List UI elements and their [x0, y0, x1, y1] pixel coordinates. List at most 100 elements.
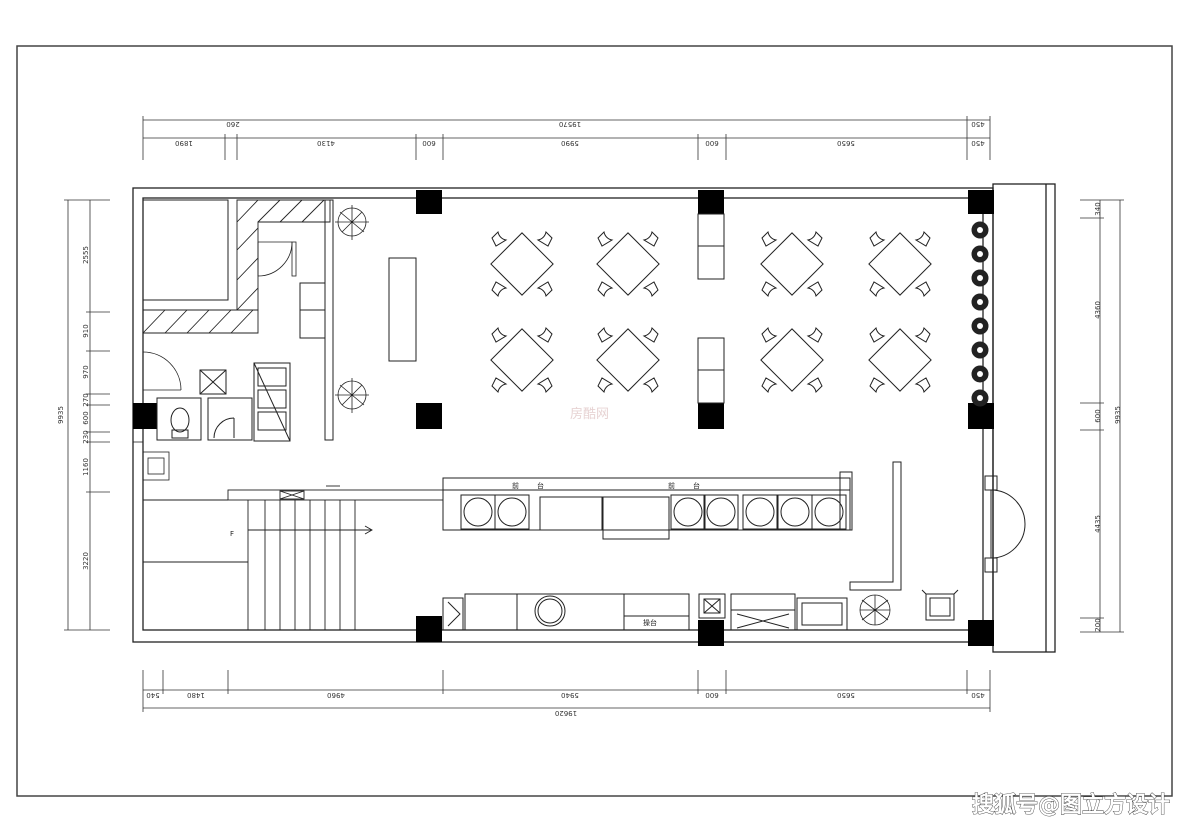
chair	[761, 230, 778, 247]
counter-slot	[777, 494, 813, 530]
pot-plant-center	[977, 395, 983, 401]
dim-left-seg-5: 600	[82, 411, 90, 424]
table-set	[760, 230, 824, 298]
counter-label-right: 前台	[668, 481, 718, 490]
table-top	[490, 232, 554, 296]
appliance-circle	[745, 497, 775, 527]
counter-slot	[494, 494, 530, 530]
counter-slot	[703, 494, 739, 530]
table-set	[868, 230, 932, 298]
counter-slot	[460, 494, 496, 530]
dim-bottom-seg-5: 600	[705, 691, 718, 699]
dim-bottom-seg-4: 5940	[561, 691, 579, 699]
appliance-circle	[780, 497, 810, 527]
chair	[806, 281, 823, 298]
dim-left-seg-4: 270	[82, 393, 90, 406]
storage-room	[142, 199, 229, 301]
dim-top-seg-3: 600	[422, 139, 435, 147]
bench-seat	[697, 213, 725, 404]
dim-right-seg-3: 600	[1094, 409, 1102, 422]
dimension-right	[1080, 199, 1124, 633]
counter-appliances	[460, 494, 847, 530]
chair	[642, 377, 659, 394]
chair	[761, 377, 778, 394]
table-set	[490, 326, 554, 394]
dim-left-seg-1: 2555	[82, 246, 90, 264]
dim-bottom-seg-2: 1480	[187, 691, 205, 699]
table-top	[490, 328, 554, 392]
chair	[914, 326, 931, 343]
dimension-bottom	[142, 670, 991, 712]
credit-text: 搜狐号@图立方设计	[972, 792, 1170, 818]
entrance-door[interactable]	[984, 475, 1026, 573]
dim-bottom-seg-6: 5650	[837, 691, 855, 699]
chair	[869, 281, 886, 298]
table-set	[596, 326, 660, 394]
kitchen-counter	[142, 199, 331, 334]
plant-icon	[335, 205, 369, 413]
dim-top-seg-2: 4130	[317, 139, 335, 147]
dim-left-seg-8: 3220	[82, 552, 90, 570]
dim-right-seg-2: 4360	[1094, 301, 1102, 319]
chair	[491, 230, 508, 247]
chair	[536, 281, 553, 298]
dim-top-total: 19570	[559, 120, 581, 128]
partition-wall	[299, 199, 334, 441]
table-top	[760, 232, 824, 296]
dim-top-seg-1: 1890	[175, 139, 193, 147]
pot-plant-center	[977, 275, 983, 281]
table-top	[596, 328, 660, 392]
potted-plants	[971, 221, 989, 407]
dimension-top	[142, 116, 991, 160]
chair	[761, 326, 778, 343]
appliance-circle	[706, 497, 736, 527]
pot-plant-center	[977, 323, 983, 329]
chair	[761, 281, 778, 298]
bar-counter	[388, 257, 417, 362]
dining-tables	[490, 230, 932, 394]
stair-mark: F	[230, 530, 234, 538]
chair	[869, 377, 886, 394]
dim-left-seg-2: 910	[82, 324, 90, 337]
service-counter	[442, 471, 853, 540]
dim-bottom-total: 19620	[555, 709, 577, 717]
chair	[914, 281, 931, 298]
dim-bottom-seg-3: 4960	[327, 691, 345, 699]
chair	[642, 326, 659, 343]
table-top	[868, 328, 932, 392]
counter-slot	[811, 494, 847, 530]
dim-top-seg-7: 450	[971, 139, 984, 147]
dim-left-seg-6: 230	[82, 430, 90, 443]
dim-top-right: 450	[971, 120, 984, 128]
dim-right-seg-1: 340	[1094, 202, 1102, 215]
appliance-circle	[497, 497, 527, 527]
table-top	[596, 232, 660, 296]
chair	[536, 230, 553, 247]
chair	[597, 326, 614, 343]
chair	[597, 377, 614, 394]
chair	[914, 377, 931, 394]
table-set	[868, 326, 932, 394]
plant-icon-corner	[859, 594, 891, 626]
table-top	[868, 232, 932, 296]
table-set	[490, 230, 554, 298]
sink	[133, 441, 170, 481]
dim-right-total: 9935	[1114, 406, 1122, 424]
armchair	[921, 589, 959, 621]
dim-top-partial: 260	[226, 120, 239, 128]
watermark: 房酷网	[570, 406, 609, 422]
dim-bottom-seg-1: 540	[146, 691, 159, 699]
dim-right-seg-5: 200	[1094, 618, 1102, 631]
sheet-border	[16, 45, 1173, 797]
pot-plant-center	[977, 371, 983, 377]
dimension-left	[64, 199, 110, 631]
kitchen-partition	[849, 461, 902, 591]
appliance-circle	[463, 497, 493, 527]
dim-top-seg-4: 5990	[561, 139, 579, 147]
dim-left-seg-7: 1160	[82, 458, 90, 476]
dim-right-seg-4: 4435	[1094, 515, 1102, 533]
dim-top-seg-6: 5650	[837, 139, 855, 147]
dim-top-seg-5: 600	[705, 139, 718, 147]
table-set	[596, 230, 660, 298]
